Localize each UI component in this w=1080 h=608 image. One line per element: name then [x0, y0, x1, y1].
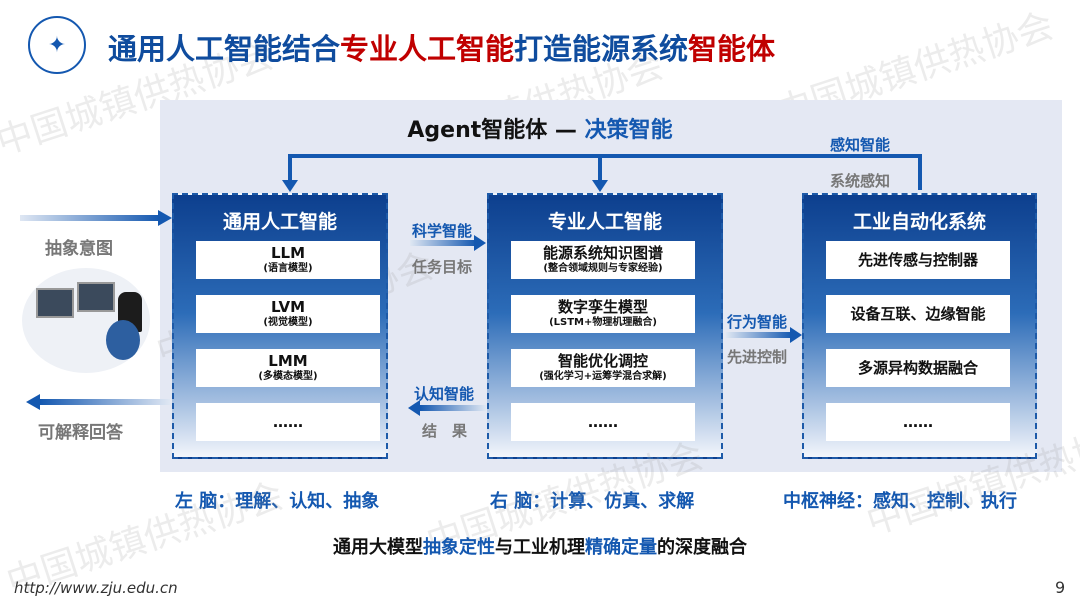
arrowhead-icon — [408, 400, 420, 416]
zju-logo: ✦ — [28, 16, 86, 74]
link-label-task: 任务目标 — [412, 258, 473, 276]
analyst-illustration — [22, 268, 150, 373]
module-box: …… — [196, 403, 380, 441]
column-general-ai: 通用人工智能 LLM(语言模型) LVM(视觉模型) LMM(多模态模型) …… — [172, 193, 388, 459]
forward-arrow — [726, 332, 792, 338]
module-box: 数字孪生模型(LSTM+物理机理融合) — [511, 295, 695, 333]
module-box: …… — [826, 403, 1010, 441]
output-arrow — [40, 399, 170, 405]
caption-left-brain: 左 脑：理解、认知、抽象 — [175, 491, 380, 512]
link-label-cog: 认知智能 — [414, 385, 475, 403]
module-box: LMM(多模态模型) — [196, 349, 380, 387]
column-industrial-automation: 工业自动化系统 先进传感与控制器 设备互联、边缘智能 多源异构数据融合 …… — [802, 193, 1037, 459]
column-header: 专业人工智能 — [547, 211, 662, 233]
caption-central-nerve: 中枢神经：感知、控制、执行 — [783, 491, 1017, 512]
input-label: 抽象意图 — [45, 239, 113, 259]
arrowhead-icon — [158, 210, 172, 226]
input-arrow — [20, 215, 160, 221]
feedback-sublabel: 系统感知 — [830, 172, 891, 190]
agent-heading: Agent智能体 — 决策智能 — [407, 118, 673, 143]
arrowhead-icon — [790, 327, 802, 343]
link-label-act: 行为智能 — [727, 313, 788, 331]
backward-arrow — [420, 405, 486, 411]
arrowhead-icon — [474, 235, 486, 251]
arrowhead-icon — [26, 394, 40, 410]
column-header: 通用人工智能 — [222, 211, 337, 233]
column-specialized-ai: 专业人工智能 能源系统知识图谱(整合领域规则与专家经验) 数字孪生模型(LSTM… — [487, 193, 723, 459]
forward-arrow — [410, 240, 476, 246]
module-box: LVM(视觉模型) — [196, 295, 380, 333]
module-box: …… — [511, 403, 695, 441]
module-box: 多源异构数据融合 — [826, 349, 1010, 387]
link-label-ctrl: 先进控制 — [727, 348, 788, 366]
module-box: 先进传感与控制器 — [826, 241, 1010, 279]
module-box: LLM(语言模型) — [196, 241, 380, 279]
module-box: 设备互联、边缘智能 — [826, 295, 1010, 333]
footer-url[interactable]: http://www.zju.edu.cn — [14, 579, 178, 597]
feedback-label: 感知智能 — [830, 136, 891, 154]
output-label: 可解释回答 — [38, 423, 123, 443]
module-box: 智能优化调控(强化学习+运筹学混合求解) — [511, 349, 695, 387]
column-header: 工业自动化系统 — [852, 211, 986, 233]
page-number: 9 — [1055, 578, 1066, 597]
module-box: 能源系统知识图谱(整合领域规则与专家经验) — [511, 241, 695, 279]
link-label-result: 结 果 — [422, 422, 468, 440]
page-title: 通用人工智能结合专业人工智能打造能源系统智能体 — [108, 32, 776, 66]
link-label-sci: 科学智能 — [412, 222, 473, 240]
summary-text: 通用大模型抽象定性与工业机理精确定量的深度融合 — [333, 537, 747, 558]
caption-right-brain: 右 脑：计算、仿真、求解 — [490, 491, 695, 512]
